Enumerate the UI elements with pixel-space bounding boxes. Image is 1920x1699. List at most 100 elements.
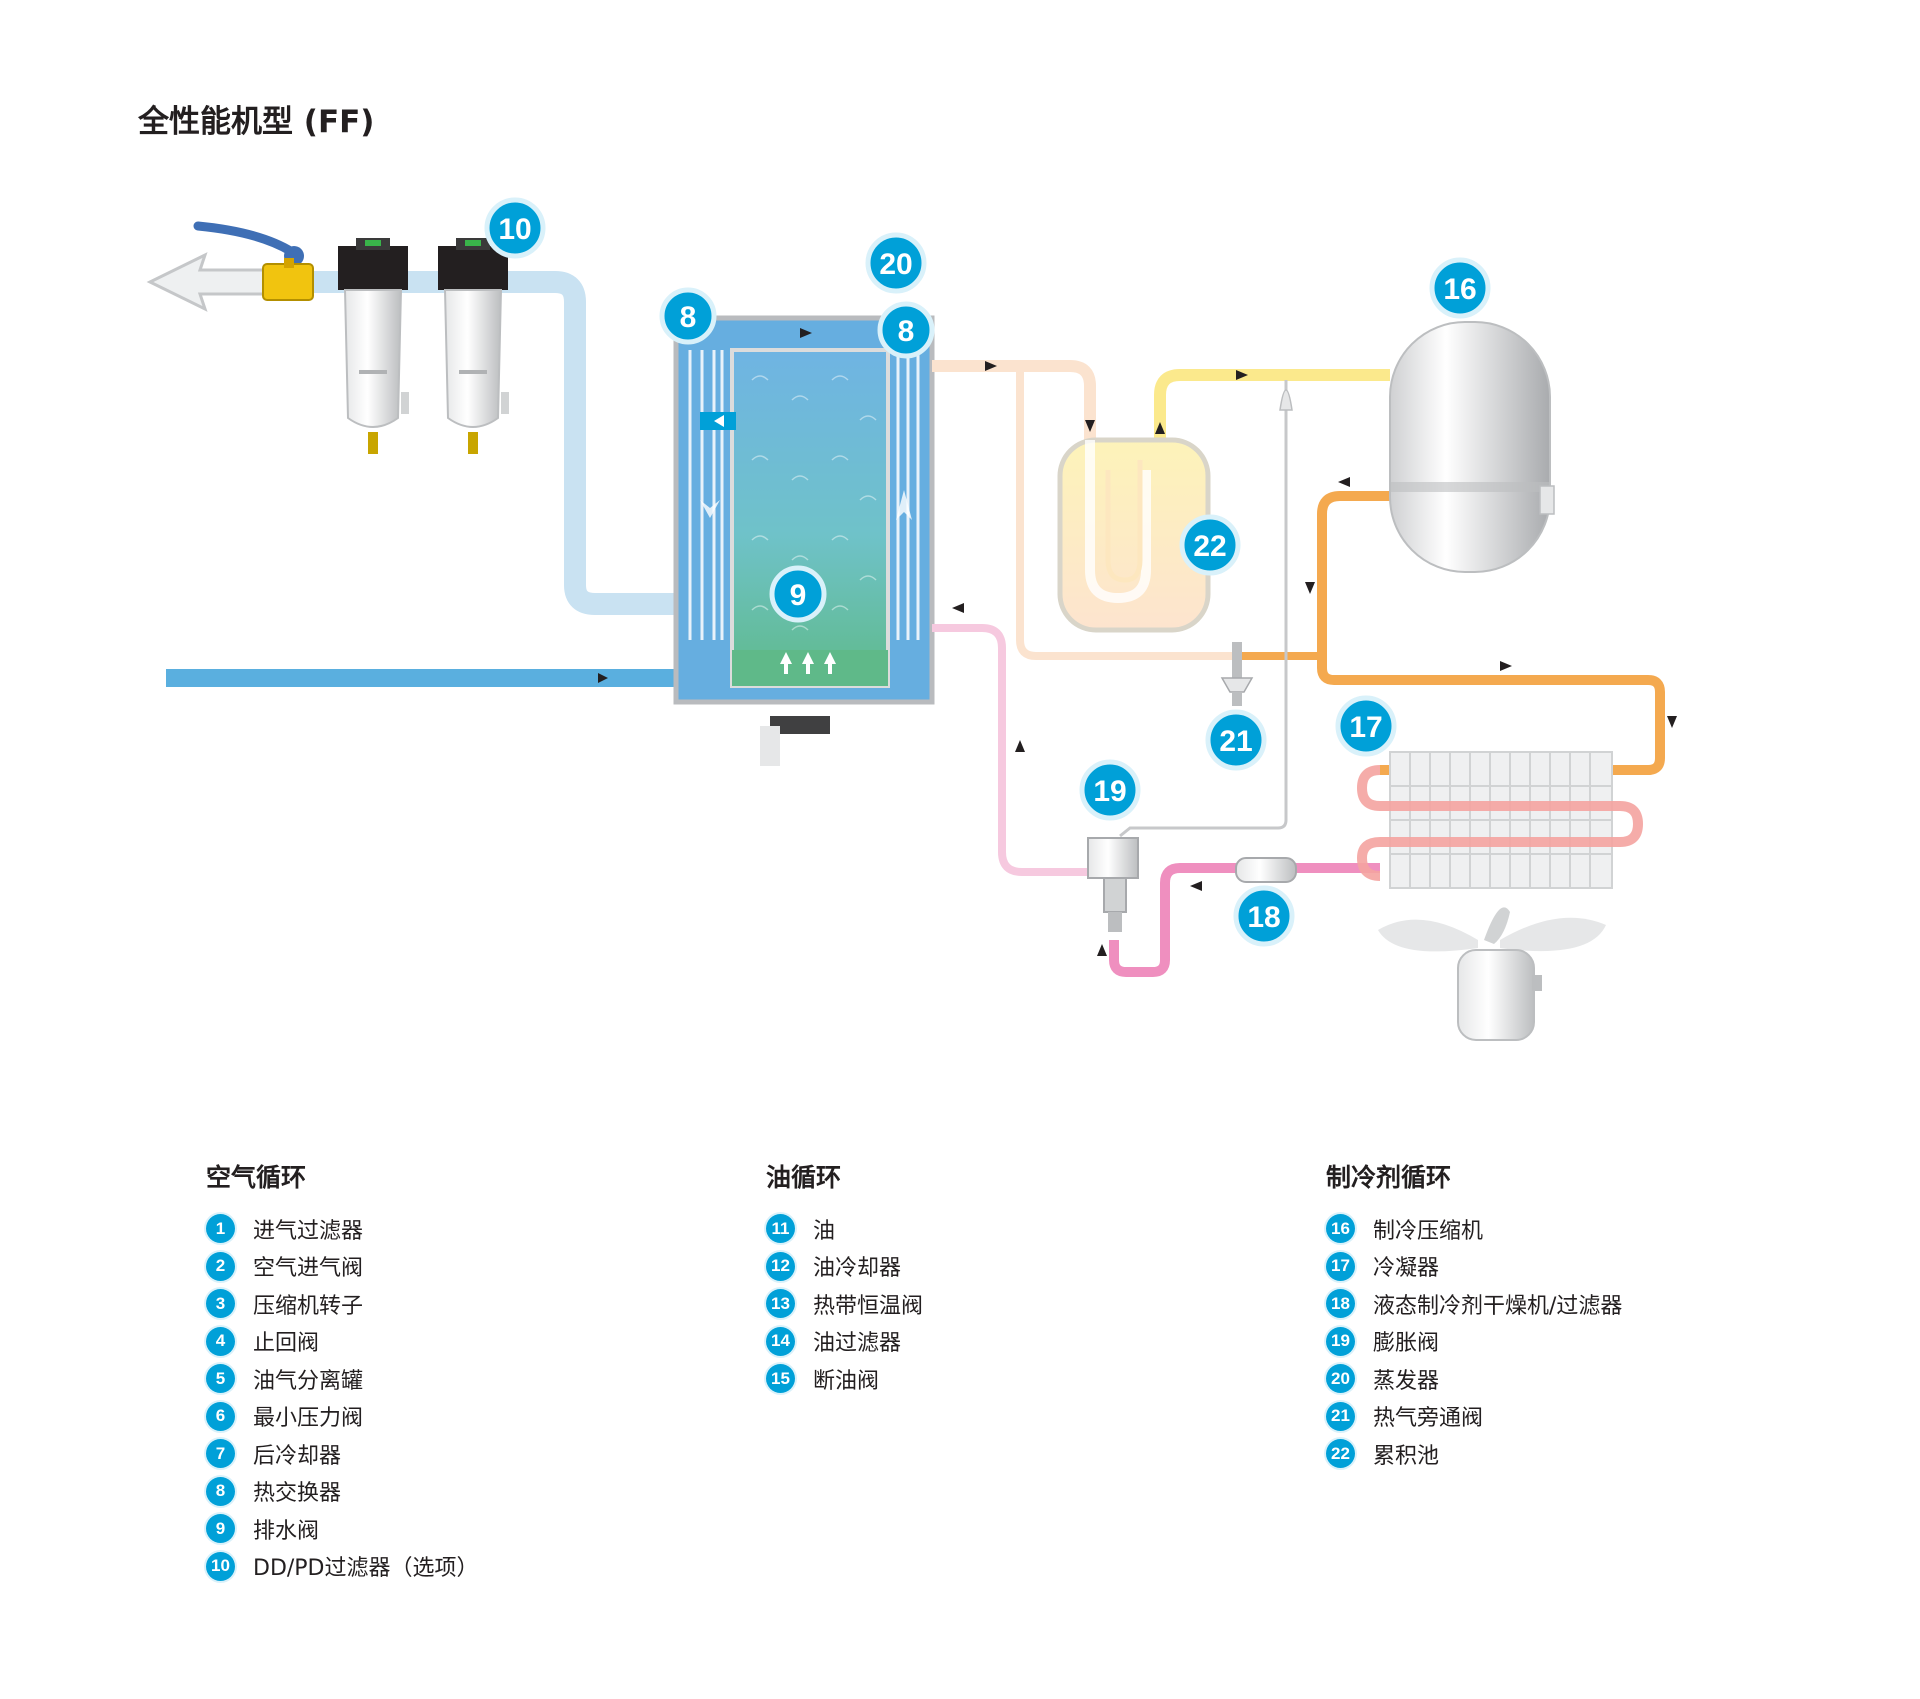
list-item-label: 油冷却器 [813,1256,902,1282]
list-item-label: 热气旁通阀 [1373,1406,1484,1432]
page-title: 全性能机型 (FF) [138,104,375,140]
callout-18: 18 [1233,885,1295,947]
number-badge: 4 [206,1326,235,1356]
expansion-valve-icon [1087,837,1139,932]
number-badge: 18 [1326,1289,1355,1319]
number-badge: 15 [766,1364,795,1394]
hot-gas-bypass-valve-icon [1220,642,1254,706]
list-item: 12 油冷却器 [766,1248,923,1286]
callout-8-right: 8 [877,301,935,359]
svg-text:21: 21 [1219,725,1252,758]
svg-text:9: 9 [790,579,807,612]
condenser-fan-icon [1378,907,1606,1041]
number-badge: 22 [1326,1439,1355,1469]
list-item-label: 热交换器 [253,1481,342,1507]
number-badge: 8 [206,1476,235,1506]
list-item-label: 冷凝器 [1373,1256,1440,1282]
svg-text:17: 17 [1349,711,1382,744]
list-item: 21 热气旁通阀 [1326,1398,1622,1436]
number-badge: 12 [766,1251,795,1281]
bypass-line-peach [1016,366,1240,660]
list-item-label: 蒸发器 [1373,1368,1440,1394]
list-item: 8 热交换器 [206,1473,479,1511]
list-item-label: 排水阀 [253,1518,320,1544]
air-outlet-pipe [300,271,690,615]
callout-21: 21 [1205,709,1267,771]
condenser-icon [1356,751,1644,889]
list-item-label: DD/PD过滤器（选项） [253,1556,479,1582]
ball-valve-icon [193,221,314,301]
svg-text:19: 19 [1093,775,1126,808]
list-item: 6 最小压力阀 [206,1398,479,1436]
air-outlet-arrow [146,252,272,312]
number-badge: 3 [206,1289,235,1319]
number-badge: 6 [206,1401,235,1431]
list-item-label: 油过滤器 [813,1331,902,1357]
number-badge: 10 [206,1551,235,1581]
list-item-label: 制冷压缩机 [1373,1218,1484,1244]
list-item-label: 压缩机转子 [253,1293,364,1319]
list-item: 20 蒸发器 [1326,1360,1622,1398]
filter-right-icon [438,238,509,454]
list-item: 17 冷凝器 [1326,1248,1622,1286]
legend-air-title: 空气循环 [206,1163,307,1192]
callout-16: 16 [1429,257,1491,319]
svg-text:16: 16 [1443,273,1476,306]
svg-text:18: 18 [1247,901,1280,934]
number-badge: 13 [766,1289,795,1319]
list-item: 13 热带恒温阀 [766,1285,923,1323]
list-item-label: 膨胀阀 [1373,1331,1440,1357]
list-item-label: 进气过滤器 [253,1218,364,1244]
list-item: 1 进气过滤器 [206,1210,479,1248]
list-item-label: 油 [813,1218,836,1244]
hot-gas-line [1317,491,1665,775]
number-badge: 5 [206,1364,235,1394]
list-item-label: 空气进气阀 [253,1256,364,1282]
svg-text:8: 8 [680,301,697,334]
list-item-label: 最小压力阀 [253,1406,364,1432]
number-badge: 1 [206,1214,235,1244]
list-item-label: 液态制冷剂干燥机/过滤器 [1373,1293,1623,1319]
list-item-label: 止回阀 [253,1331,320,1357]
number-badge: 21 [1326,1401,1355,1431]
capillary-line [1119,380,1288,838]
number-badge: 19 [1326,1326,1355,1356]
flow-arrows [598,328,1677,956]
number-badge: 20 [1326,1364,1355,1394]
refrigerant-dryer-diagram: 10 20 8 8 16 22 9 21 17 19 18 [146,197,1677,1041]
liquid-line [932,624,1100,876]
compressor-suction-line [1154,369,1390,440]
callout-22: 22 [1179,514,1241,576]
drier-filter-icon [1235,857,1297,883]
list-item-label: 热带恒温阀 [813,1293,924,1319]
liquid-line-return [1109,863,1380,977]
accumulator-icon [1057,437,1211,633]
number-badge: 9 [206,1514,235,1544]
callout-8-left: 8 [659,287,717,345]
list-item: 11 油 [766,1210,923,1248]
list-item: 10 DD/PD过滤器（选项） [206,1548,479,1586]
list-item: 19 膨胀阀 [1326,1323,1622,1361]
legend-oil-title: 油循环 [766,1163,842,1192]
svg-text:10: 10 [498,213,531,246]
number-badge: 11 [766,1214,795,1244]
callout-19: 19 [1079,759,1141,821]
number-badge: 17 [1326,1251,1355,1281]
svg-text:22: 22 [1193,530,1226,563]
list-item: 4 止回阀 [206,1323,479,1361]
list-item: 18 液态制冷剂干燥机/过滤器 [1326,1285,1622,1323]
filter-left-icon [338,238,409,454]
callout-17: 17 [1335,695,1397,757]
number-badge: 7 [206,1439,235,1469]
svg-text:8: 8 [898,315,915,348]
